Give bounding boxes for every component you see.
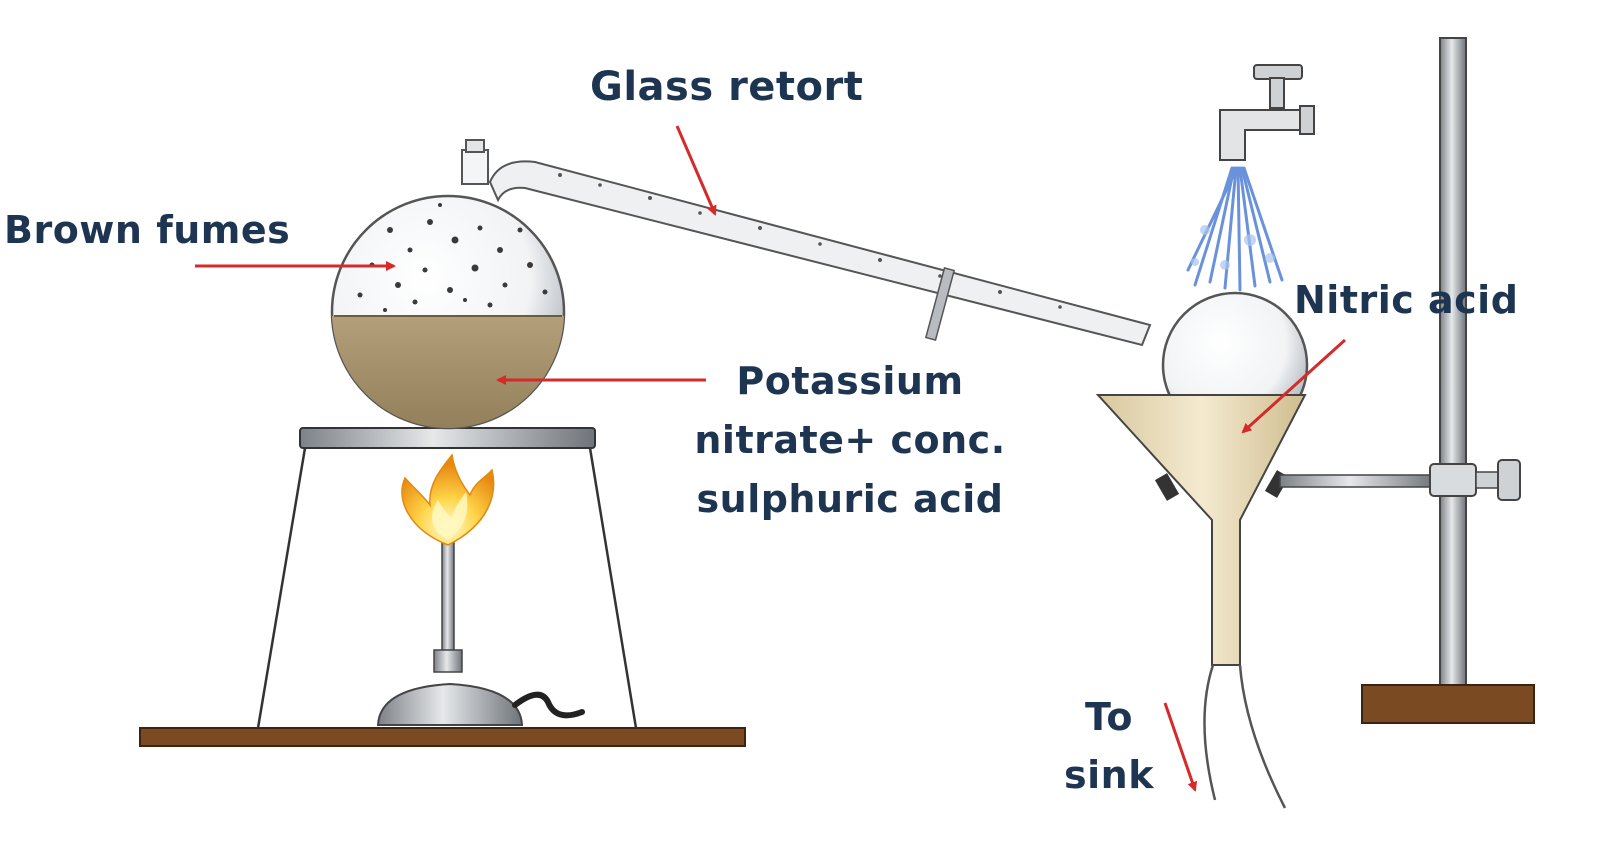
retort-tube [488, 160, 1152, 347]
tripod-plate [299, 427, 596, 449]
drain-tube [1203, 664, 1287, 809]
bench-board [139, 727, 746, 747]
arrow-to-sink [1163, 702, 1198, 792]
tripod-stand [256, 447, 638, 729]
arrow-nitric-acid [1241, 338, 1347, 434]
pointer-arrows [195, 125, 1347, 792]
label-nitric-acid: Nitric acid [1294, 278, 1519, 322]
label-mixture: Potassium nitrate+ conc. sulphuric acid [694, 359, 1006, 521]
funnel [1095, 394, 1307, 666]
flame [401, 453, 495, 546]
arrow-glass-retort [675, 125, 717, 216]
label-glass-retort: Glass retort [590, 64, 864, 110]
water-tap [1219, 64, 1315, 161]
label-to-sink: To sink [1064, 695, 1154, 797]
bunsen-burner [376, 539, 585, 726]
label-brown-fumes: Brown fumes [4, 208, 291, 252]
retort-stand [1279, 37, 1535, 724]
